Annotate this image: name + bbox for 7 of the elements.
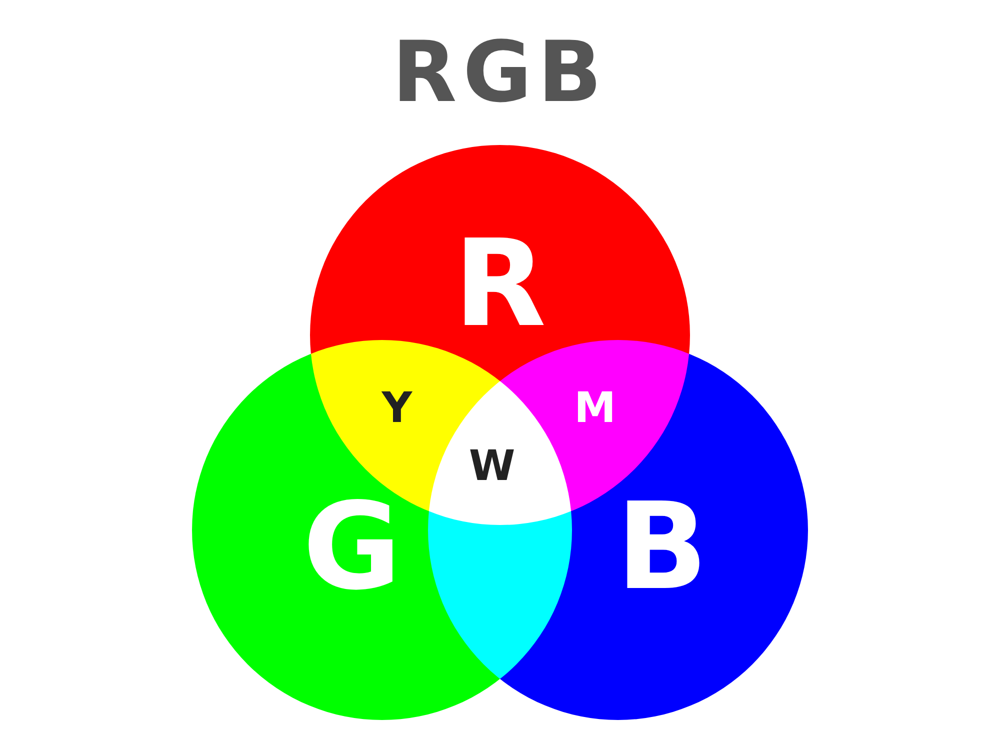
- circle-letter: R: [454, 225, 546, 345]
- title: RGB: [392, 30, 608, 114]
- circle-letter: B: [616, 488, 708, 608]
- overlap-letter: W: [468, 445, 516, 487]
- overlap-letter: M: [574, 387, 616, 429]
- overlap-letter: Y: [382, 387, 412, 429]
- circle-letter: G: [302, 488, 402, 608]
